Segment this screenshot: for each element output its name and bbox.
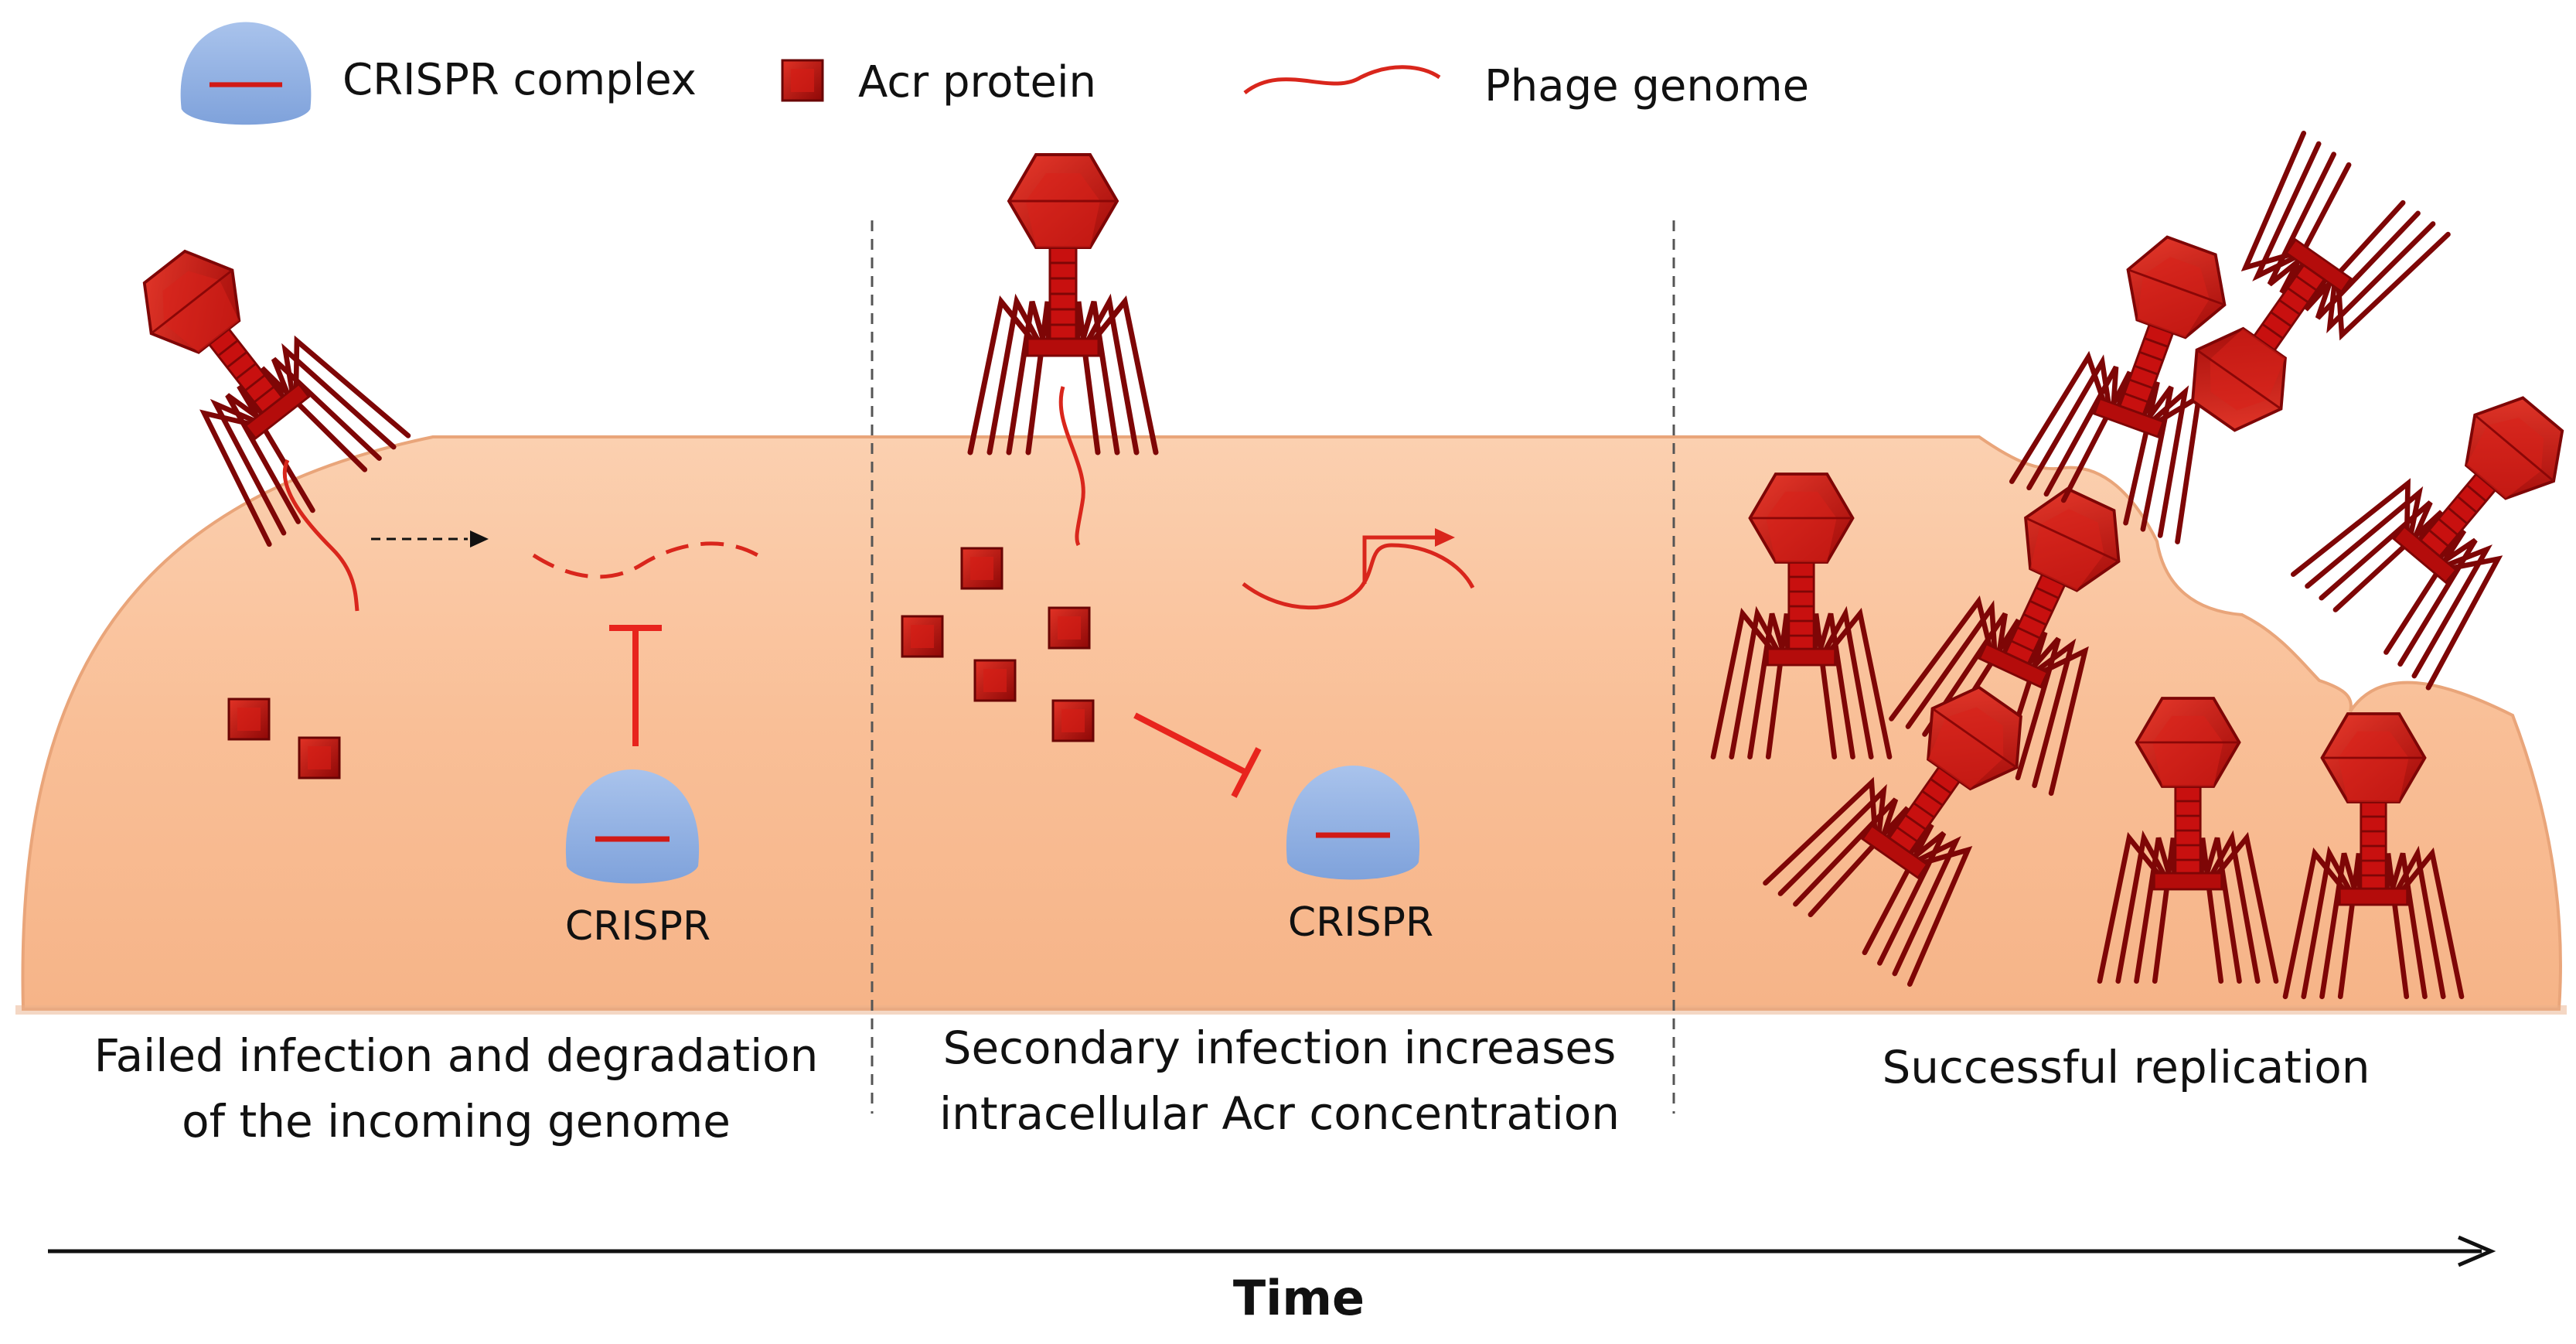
panel-1: CRISPR (95, 213, 759, 950)
acr-protein (973, 659, 1017, 702)
acr-protein (1051, 699, 1095, 742)
phage-icon (2293, 358, 2576, 688)
expression-arrow (1362, 535, 1436, 584)
time-axis-arrowhead (2458, 1235, 2496, 1267)
legend-crispr-icon (181, 22, 312, 125)
acr-protein (298, 736, 341, 779)
degraded-genome (532, 541, 759, 579)
panel-2-caption-line2: intracellular Acr concentration (939, 1087, 1620, 1140)
legend: CRISPR complex Acr protein Phage genome (181, 22, 1809, 125)
panel-2-caption-line1: Secondary infection increases (943, 1022, 1617, 1074)
legend-genome-label: Phage genome (1484, 61, 1809, 111)
legend-acr-label: Acr protein (858, 57, 1096, 107)
panel-2: CRISPR (901, 155, 1475, 946)
acr-protein (960, 547, 1003, 590)
injected-genome (1058, 386, 1085, 547)
legend-genome-icon (1243, 65, 1441, 94)
crispr-label: CRISPR (565, 903, 710, 950)
legend-acr-icon (781, 59, 824, 102)
time-axis-label: Time (1233, 1270, 1365, 1326)
injected-genome (282, 459, 359, 612)
panel-1-caption-line2: of the incoming genome (182, 1095, 731, 1148)
replicating-genome (1242, 543, 1475, 610)
acr-protein (227, 698, 271, 741)
crispr-label: CRISPR (1288, 899, 1433, 946)
panel-3-caption: Successful replication (1882, 1041, 2370, 1093)
legend-crispr-label: CRISPR complex (342, 55, 697, 105)
acr-protein (901, 615, 944, 658)
panel-1-caption-line1: Failed infection and degradation (94, 1029, 819, 1082)
inhibition-line (1133, 712, 1246, 775)
acr-protein (1048, 606, 1091, 650)
